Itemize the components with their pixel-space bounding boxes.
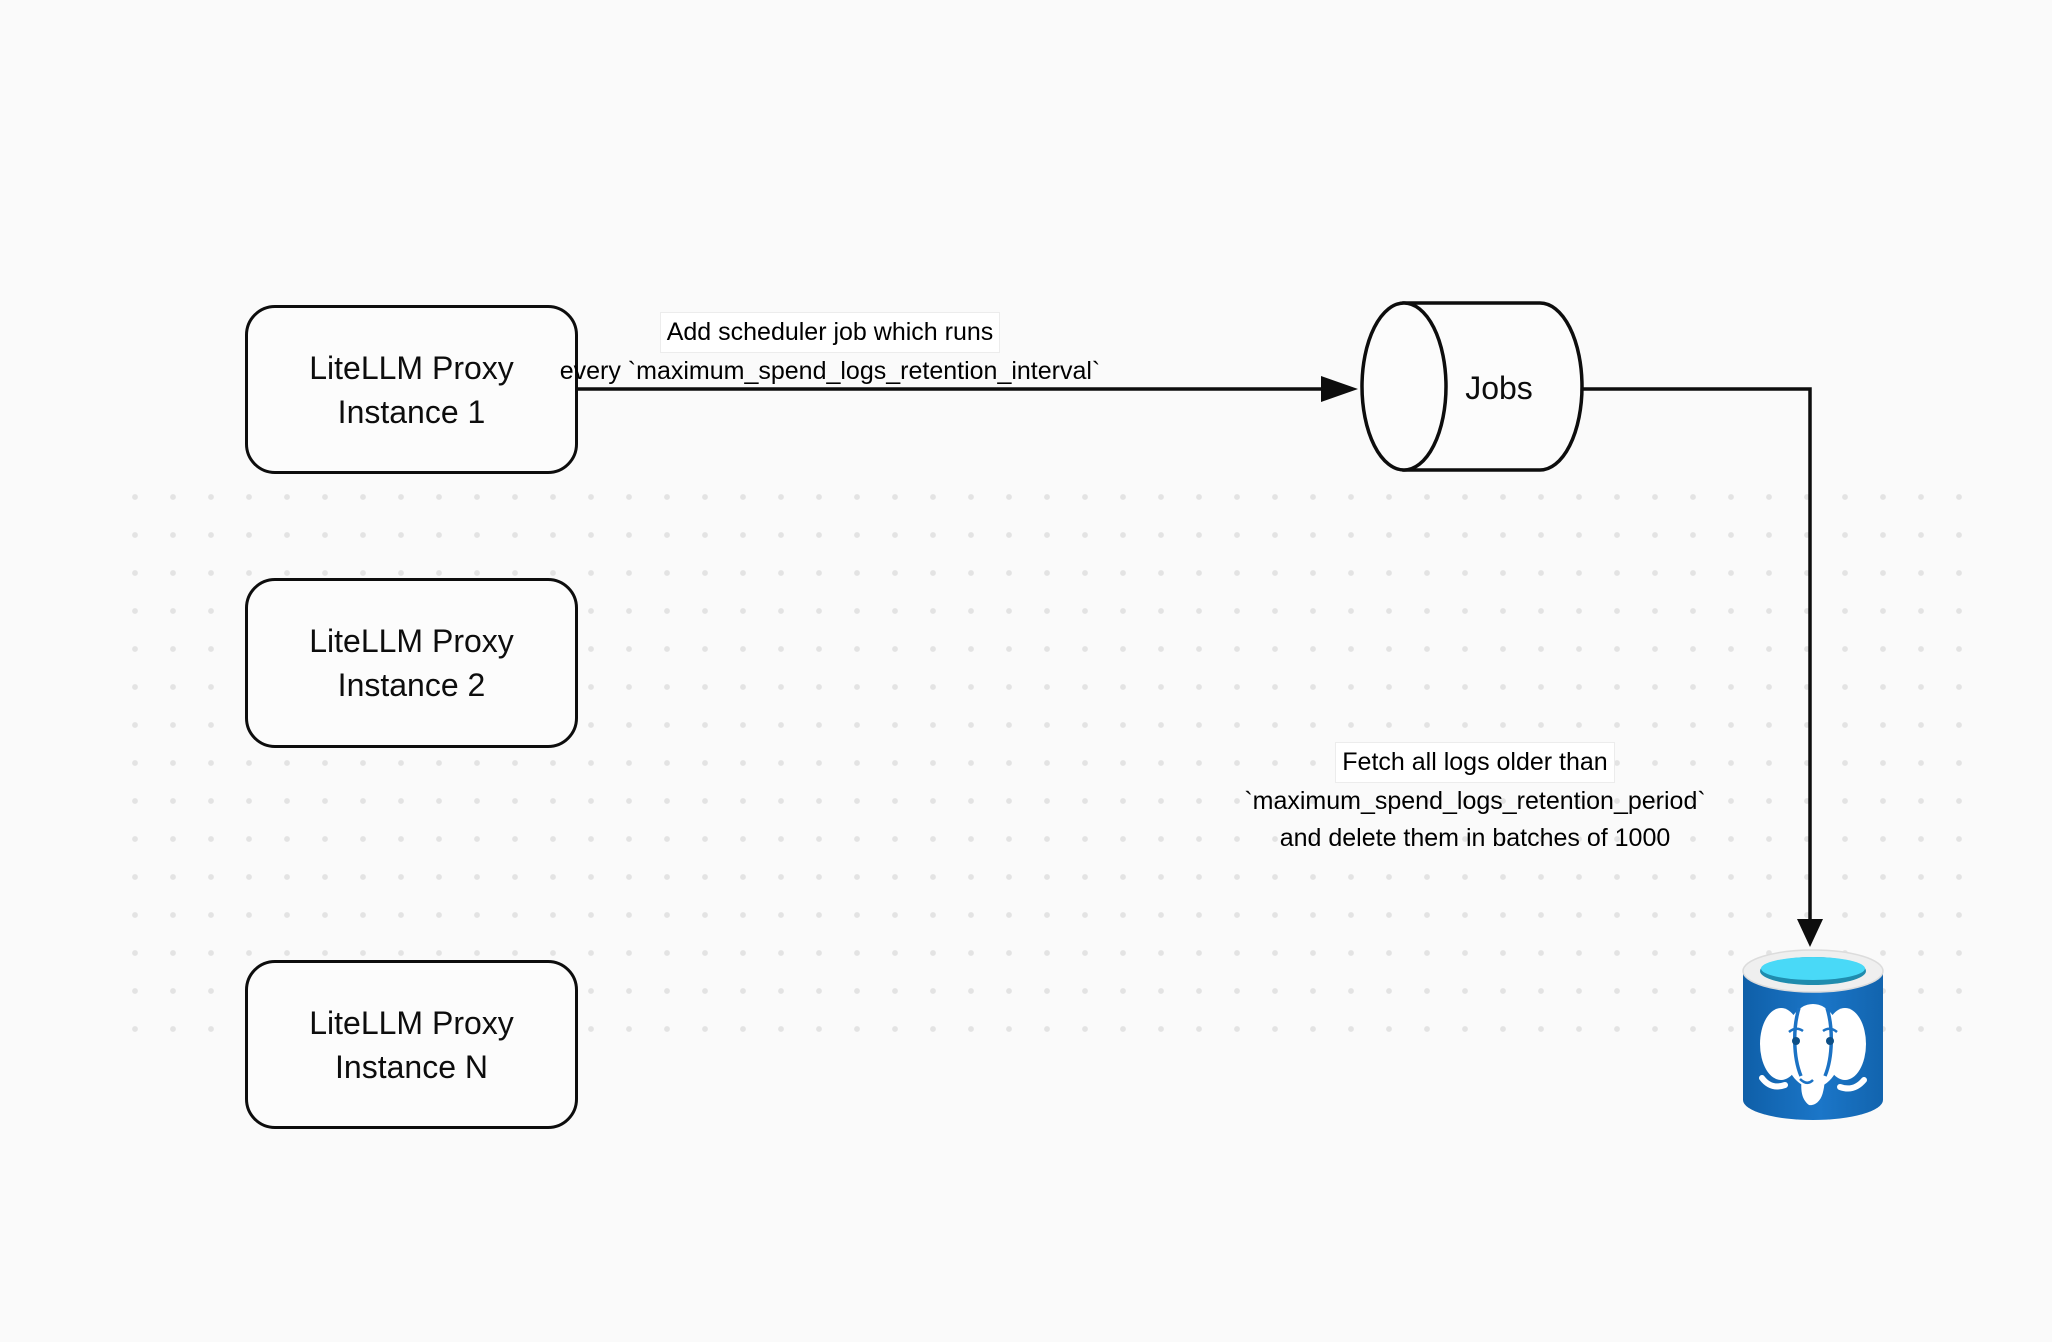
proxy-instance-2-label-line1: LiteLLM Proxy	[309, 623, 514, 659]
elephant-left-tusk	[1759, 1075, 1788, 1090]
proxy-instance-n-label-line1: LiteLLM Proxy	[309, 1004, 514, 1041]
elephant-left-eye	[1792, 1037, 1800, 1045]
postgresql-database-icon	[1742, 949, 1884, 1120]
scheduler-arrow-label-line1: Add scheduler job which runs	[659, 312, 1001, 353]
dot-grid-background	[116, 478, 1978, 1048]
elephant-trunk	[1801, 1062, 1825, 1106]
fetch-delete-arrow	[1582, 387, 1823, 947]
elephant-left-brow	[1788, 1027, 1804, 1033]
proxy-instance-n-label-line2: Instance N	[335, 1048, 488, 1085]
proxy-instance-1-label-line2: Instance 1	[337, 393, 486, 430]
elephant-right-brow	[1822, 1027, 1838, 1033]
scheduler-arrow	[574, 376, 1358, 402]
scheduler-arrow-label-line2: every `maximum_spend_logs_retention_inte…	[559, 357, 1101, 385]
proxy-instance-n-node: LiteLLM Proxy Instance N	[245, 960, 578, 1129]
scheduler-arrowhead-icon	[1321, 376, 1358, 402]
proxy-instance-2-label-line2: Instance 2	[337, 667, 486, 703]
jobs-queue-node	[1360, 301, 1584, 472]
proxy-instance-2-node: LiteLLM Proxy Instance 2	[245, 578, 578, 748]
elephant-cheek-line	[1799, 1078, 1814, 1084]
jobs-queue-label: Jobs	[1465, 370, 1533, 406]
fetch-delete-arrowhead-icon	[1797, 919, 1823, 947]
elephant-right-eye	[1826, 1037, 1834, 1045]
fetch-delete-arrow-label-line2: `maximum_spend_logs_retention_period`	[1244, 787, 1706, 815]
proxy-instance-1-node: LiteLLM Proxy Instance 1	[245, 305, 578, 474]
postgres-elephant-icon	[1759, 1004, 1867, 1106]
fetch-delete-arrow-label: Fetch all logs older than `maximum_spend…	[1125, 742, 1825, 857]
elephant-right-tusk	[1837, 1077, 1867, 1092]
proxy-instance-1-label-line1: LiteLLM Proxy	[309, 349, 514, 386]
jobs-cylinder-cap	[1360, 301, 1448, 472]
fetch-delete-arrow-label-line3: and delete them in batches of 1000	[1279, 824, 1671, 852]
scheduler-arrow-label: Add scheduler job which runs every `maxi…	[480, 312, 1180, 390]
database-water-cyan	[1761, 957, 1865, 980]
fetch-delete-arrow-label-line1: Fetch all logs older than	[1335, 742, 1615, 783]
